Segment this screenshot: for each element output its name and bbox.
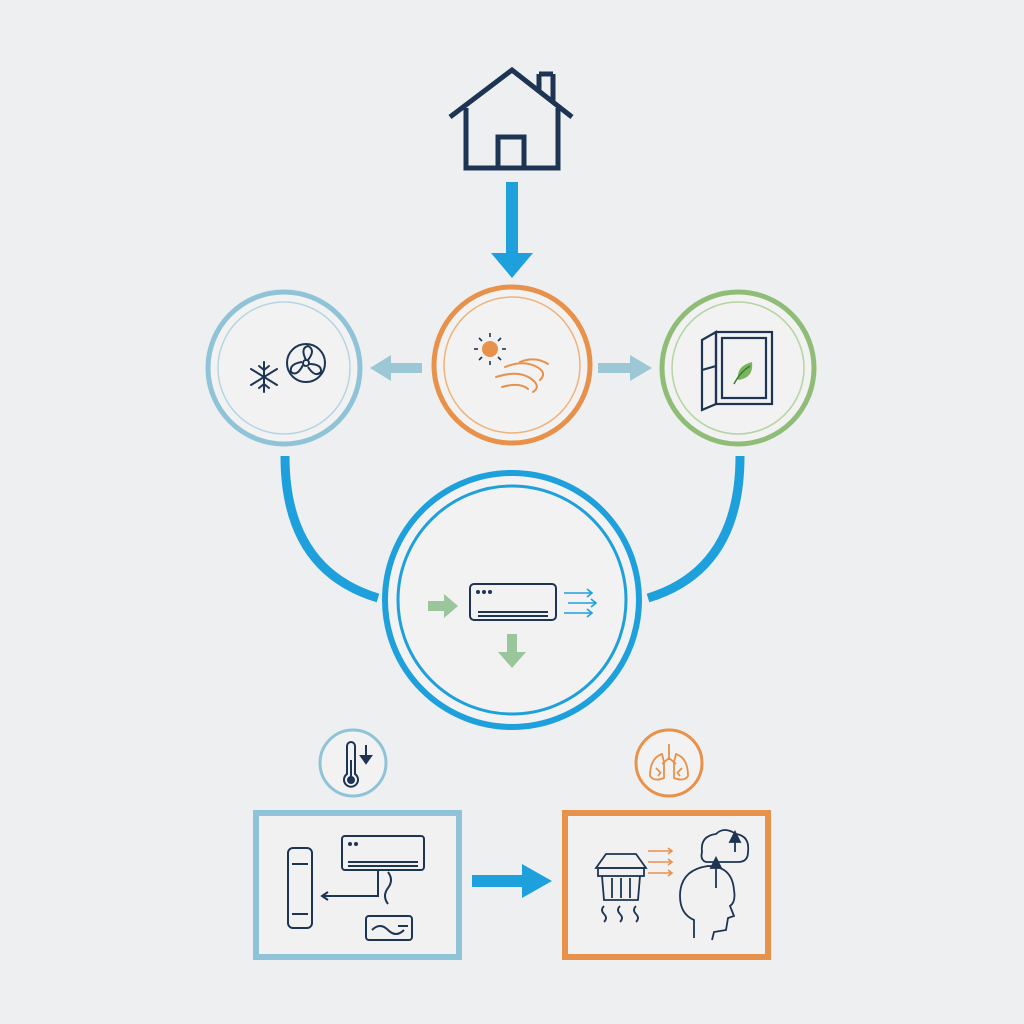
heat-wave-icon [495,358,549,393]
right-curve-connector [646,455,745,603]
sun-icon [474,333,506,365]
head-profile-icon [679,829,750,941]
fan-icon [286,343,326,383]
ac-system-panel [253,810,462,960]
intake-arrow [428,594,458,618]
drain-arrow [498,634,526,668]
panel-right-arrow [472,864,552,898]
air-conditioner-icon [469,583,557,621]
fresh-air-arrows [648,847,674,877]
leaf-icon [733,362,753,385]
down-arrow [491,182,533,278]
lungs-icon [649,744,689,781]
left-curve-connector [280,455,380,603]
airflow-arrows [564,588,598,618]
cooling-node [205,289,363,447]
right-arrow [598,355,652,381]
air-conditioner-node [382,470,642,730]
lung-health-node [634,728,704,798]
window-icon [700,330,774,412]
thermometer-icon [343,741,359,788]
heat-source-node [431,284,593,446]
down-arrow-icon [359,745,373,765]
wellbeing-panel [562,810,771,960]
temperature-drop-node [318,728,388,798]
ventilation-node [659,289,817,447]
left-arrow [370,355,422,381]
ac-system-icon [287,835,425,941]
snowflake-icon [250,361,278,393]
house-icon [448,66,574,171]
air-purifier-icon [594,853,648,923]
